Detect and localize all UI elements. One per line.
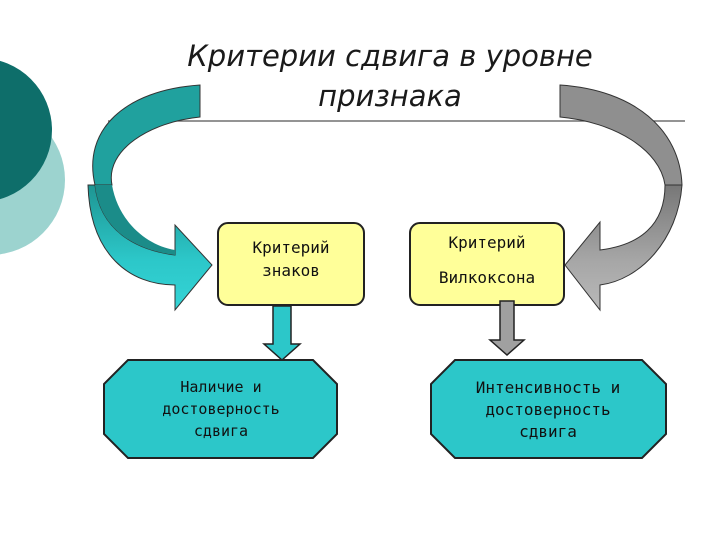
criterion-box-sign	[217, 222, 365, 306]
criterion-sign-line1: Критерий	[252, 238, 329, 257]
decor-dark-circle	[0, 60, 52, 200]
result-octagon-right	[430, 359, 667, 459]
page-title-line1: Критерии сдвига в уровне	[187, 39, 593, 73]
criterion-wilcoxon-line2: Вилкоксона	[439, 268, 535, 287]
right-arrow-head	[564, 184, 683, 312]
criterion-box-wilcoxon	[409, 222, 565, 306]
result-right-line3: сдвига	[519, 422, 577, 441]
result-right-line1: Интенсивность и	[476, 378, 621, 397]
criterion-wilcoxon-line1: Критерий	[448, 233, 525, 252]
down-arrow-right	[488, 300, 526, 357]
result-left-line3: сдвига	[194, 422, 248, 440]
left-arrow-inner	[95, 185, 175, 255]
result-left-line1: Наличие и	[180, 378, 261, 396]
result-left-line2: достоверность	[162, 400, 279, 418]
page-title-line2: признака	[318, 79, 462, 113]
result-octagon-left	[103, 359, 338, 459]
result-right-line2: достоверность	[485, 400, 610, 419]
down-arrow-left	[262, 305, 302, 362]
criterion-sign-line2: знаков	[262, 261, 320, 280]
